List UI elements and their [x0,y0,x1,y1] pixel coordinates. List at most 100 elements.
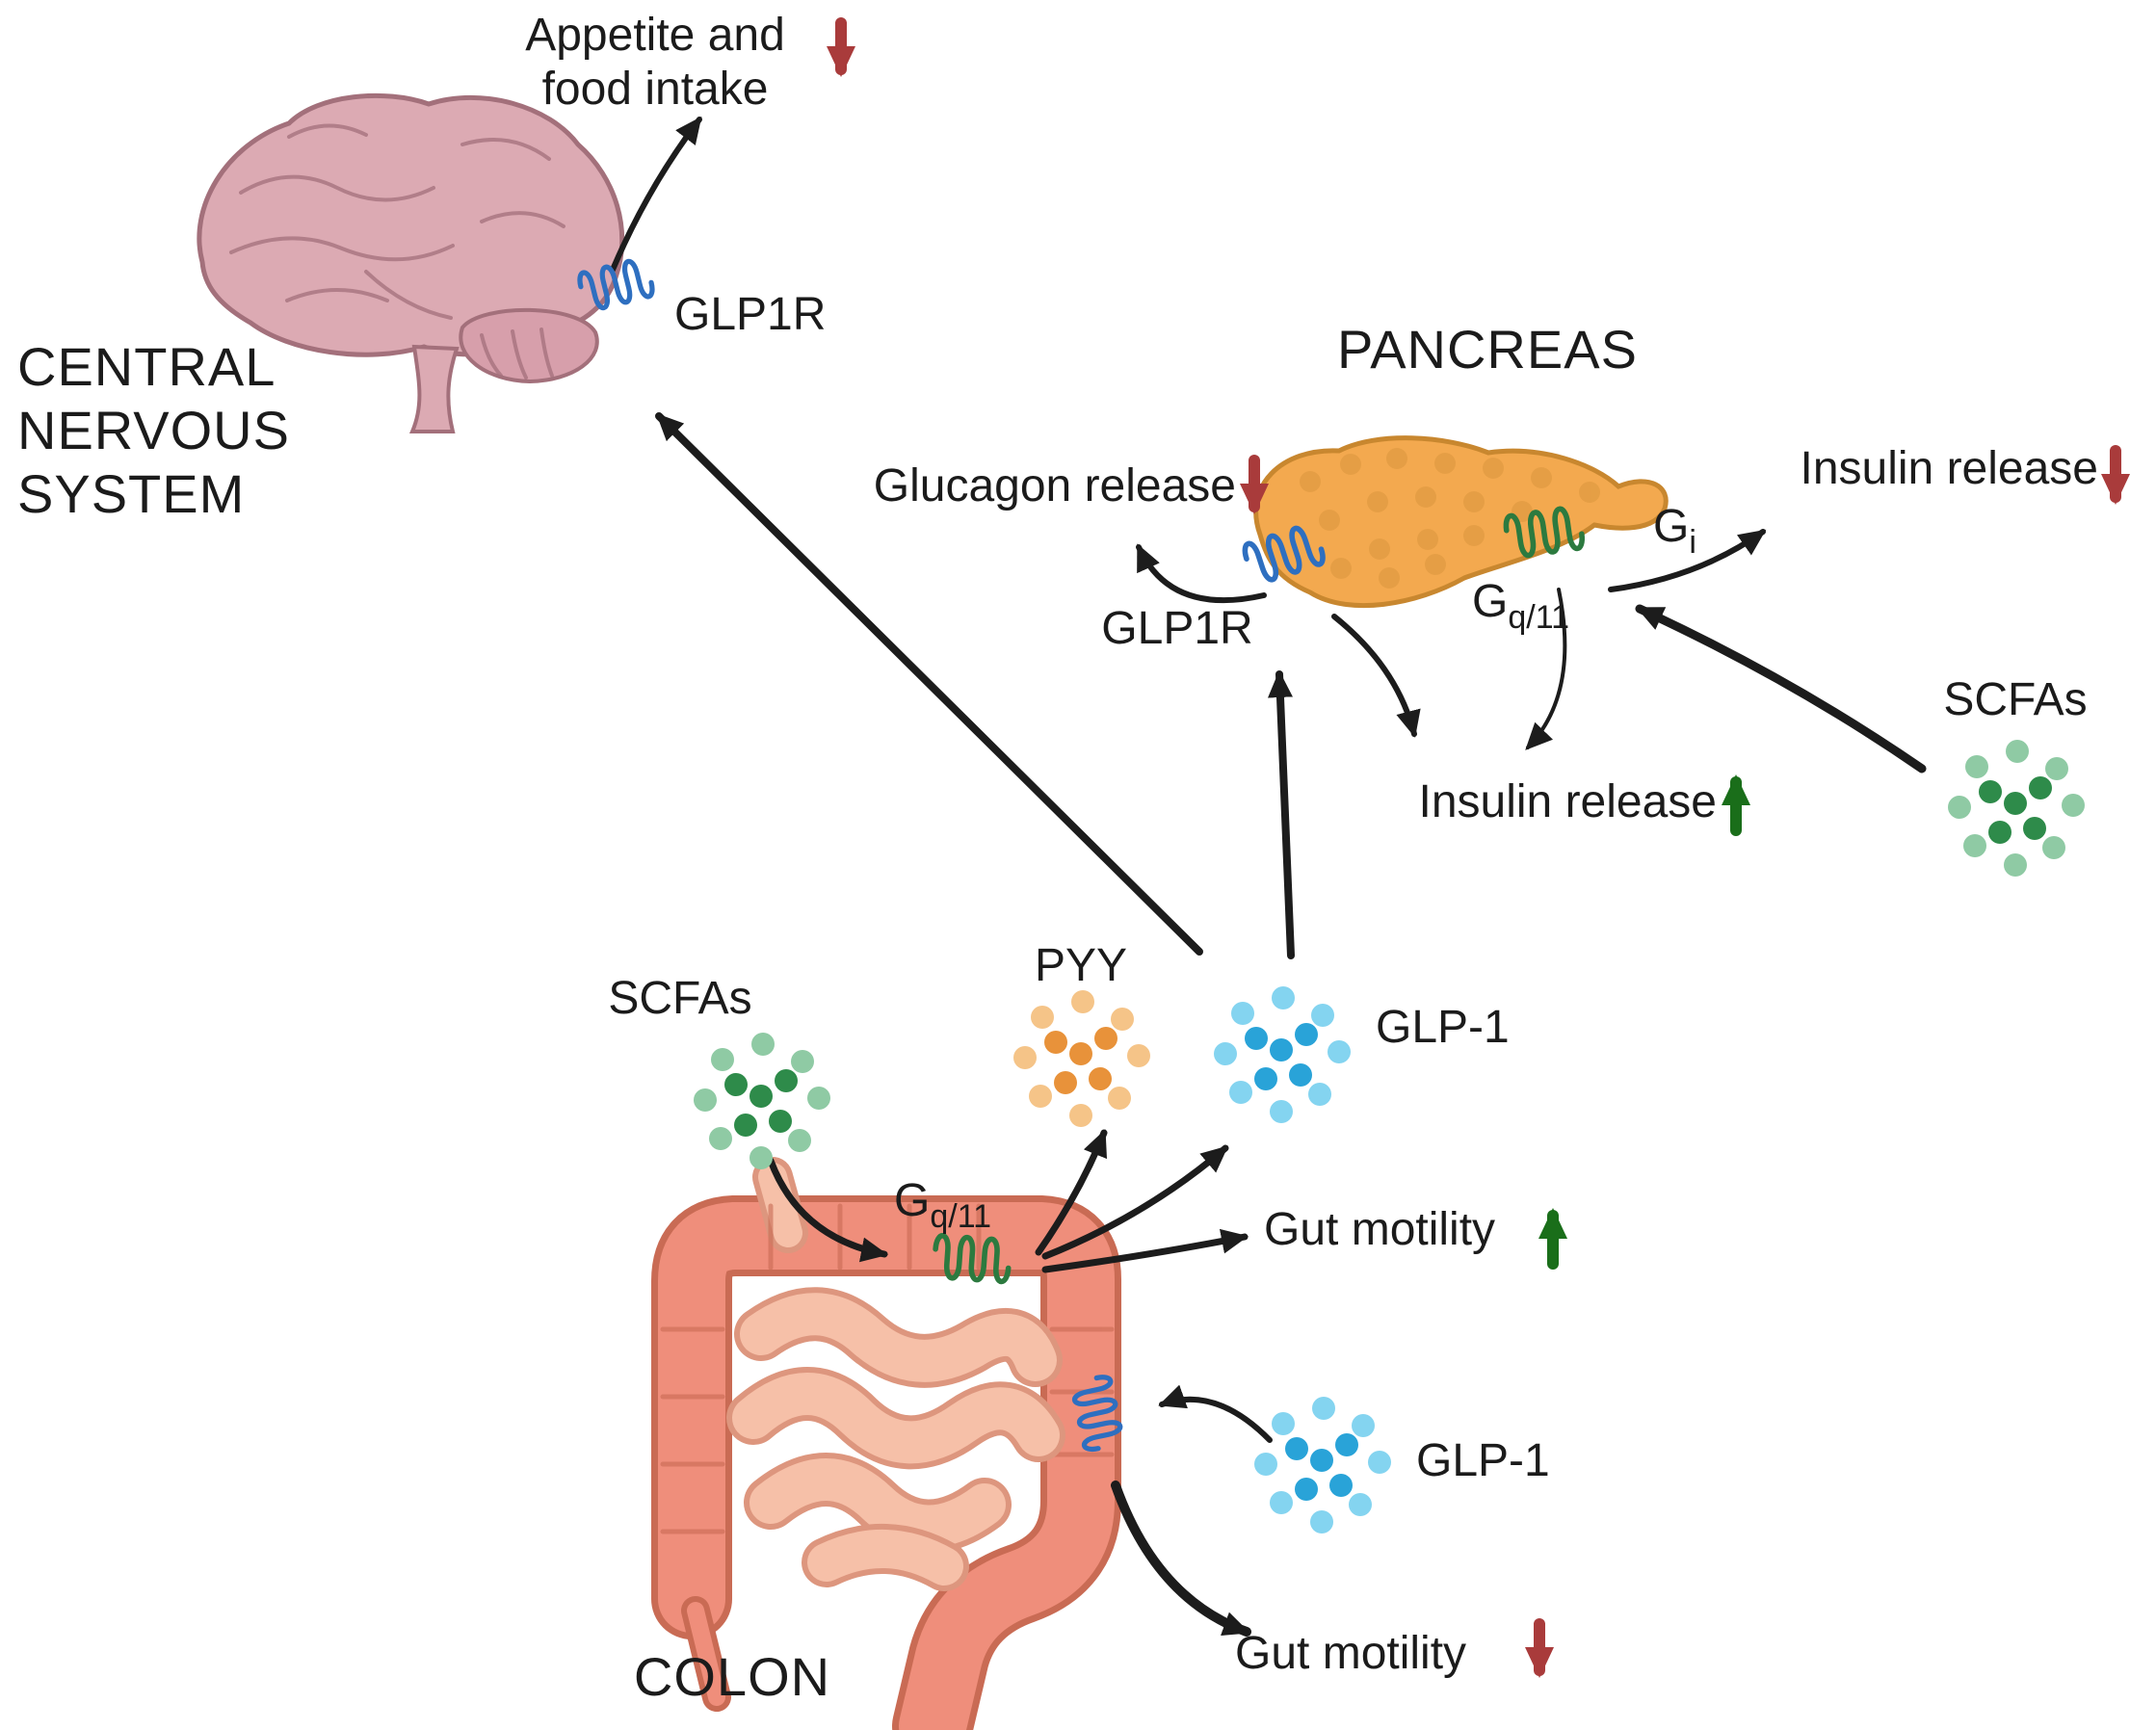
molecule-dot [1963,834,1986,857]
molecule-dot [1368,1451,1391,1474]
pancreas-title: PANCREAS [1337,319,1638,380]
glp1-mid-label: GLP-1 [1376,1002,1510,1053]
molecule-dot [1285,1437,1308,1460]
arrow-glp1-to-colon-receptor [1158,1384,1273,1443]
molecule-dot [1029,1085,1052,1108]
molecule-dot [2004,792,2027,815]
glp1r-brain-label: GLP1R [674,289,826,340]
pancreas-illustration [1253,435,1669,609]
brain-gyri-lines [229,123,565,380]
molecule-dot [1071,990,1094,1013]
molecule-dot [709,1127,732,1150]
arrow-gi-to-insulin-release-down [1608,529,1767,592]
appendix [687,1602,725,1706]
molecule-dot [1295,1023,1318,1046]
molecule-dot [1335,1433,1358,1456]
arrow-colon-to-gut-motility-up [1041,1228,1249,1273]
molecule-dot [1270,1100,1293,1123]
molecule-dot [1108,1087,1131,1110]
arrow-glp1-to-brain [655,412,1203,956]
molecule-dot [1013,1046,1037,1069]
gi-label: Gi [1653,501,1696,561]
molecule-dot [1289,1063,1312,1087]
molecule-dot [2023,817,2046,840]
molecule-dot [1295,1478,1318,1501]
molecule-dot [1270,1038,1293,1062]
molecule-dot [1312,1397,1335,1420]
colon-illustration [651,1157,1121,1730]
molecule-dot [1965,755,1988,778]
pyy-molecules [1013,990,1150,1127]
effect-indicators [827,17,2130,1678]
gq11-pancreas-label: Gq/11 [1472,576,1569,636]
arrow-brain-to-appetite [610,116,702,273]
molecule-dot [1111,1008,1134,1031]
molecule-dot [1988,821,2011,844]
pancreas-shape [1253,435,1669,609]
molecule-dot [1979,780,2002,803]
molecule-dot [751,1033,775,1056]
gut-motility-up-label: Gut motility [1264,1204,1495,1255]
arrow-scfas-to-pancreas [1635,604,1927,773]
scfas-left-label: SCFAs [608,973,751,1024]
arrow-colon-to-pyy [1035,1129,1108,1256]
glp1r-pancreas-label: GLP1R [1101,603,1252,654]
molecule-dot [1328,1040,1351,1063]
pancreas-texture [1300,448,1600,589]
molecule-dot [791,1050,814,1073]
molecule-dot [775,1069,798,1092]
molecule-dot [1229,1081,1252,1104]
insulin-release-up-label: Insulin release [1418,776,1717,827]
brain-illustration [197,92,625,433]
molecule-dot [1311,1004,1334,1027]
appetite-label-line1: Appetite and [525,10,785,61]
molecule-dot [734,1114,757,1137]
glp1-molecules-mid [1214,986,1351,1123]
arrow-glp1r-to-insulin-release-up [1331,614,1421,738]
scfa-molecules-left [694,1033,830,1169]
molecule-dot [2045,757,2068,780]
gut-motility-down-label: Gut motility [1235,1628,1466,1679]
molecule-dot [2006,740,2029,763]
molecule-dot [1214,1042,1237,1065]
glucagon-release-label: Glucagon release [874,460,1236,511]
cns-title-line2: NERVOUS [17,400,290,460]
labels: Appetite and food intake CENTRAL NERVOUS… [17,10,2098,1707]
cerebellum-shape [459,307,599,384]
molecule-dot [1254,1067,1277,1090]
pyy-label: PYY [1035,940,1127,991]
molecule-dot [1308,1083,1331,1106]
small-intestine-coils [726,1287,1065,1591]
molecule-dot [1310,1510,1333,1533]
molecule-dot [1054,1071,1077,1094]
arrow-colon-to-glp1 [1041,1144,1229,1260]
glp1-lower-label: GLP-1 [1416,1435,1550,1486]
gq11-colon-label: Gq/11 [894,1175,991,1235]
cns-title-line1: CENTRAL [17,336,276,397]
insulin-release-down-label: Insulin release [1800,443,2098,494]
molecule-dot [1352,1414,1375,1437]
ileum-stub [758,1163,802,1247]
molecule-dot [1069,1042,1092,1065]
molecule-dot [1329,1474,1353,1497]
molecule-dot [1310,1449,1333,1472]
molecule-dot [749,1085,773,1108]
molecule-dot [769,1110,792,1133]
molecule-dot [1270,1491,1293,1514]
signal-arrows [610,116,1927,1637]
molecule-dot [694,1088,717,1112]
molecule-dot [2042,836,2065,859]
molecule-dot [807,1087,830,1110]
molecule-dot [1044,1031,1067,1054]
arrow-gq11-to-insulin-release-up [1525,588,1567,750]
molecule-dot [1089,1067,1112,1090]
haustra-marks [660,1203,1115,1534]
arrow-glp1r-to-glucagon-release [1136,543,1267,604]
scfas-right-label: SCFAs [1943,674,2087,725]
colon-title: COLON [634,1646,830,1707]
large-intestine-tube [658,1202,1115,1730]
appetite-label-line2: food intake [542,64,769,115]
molecule-dot [711,1048,734,1071]
molecule-dot [1127,1044,1150,1067]
